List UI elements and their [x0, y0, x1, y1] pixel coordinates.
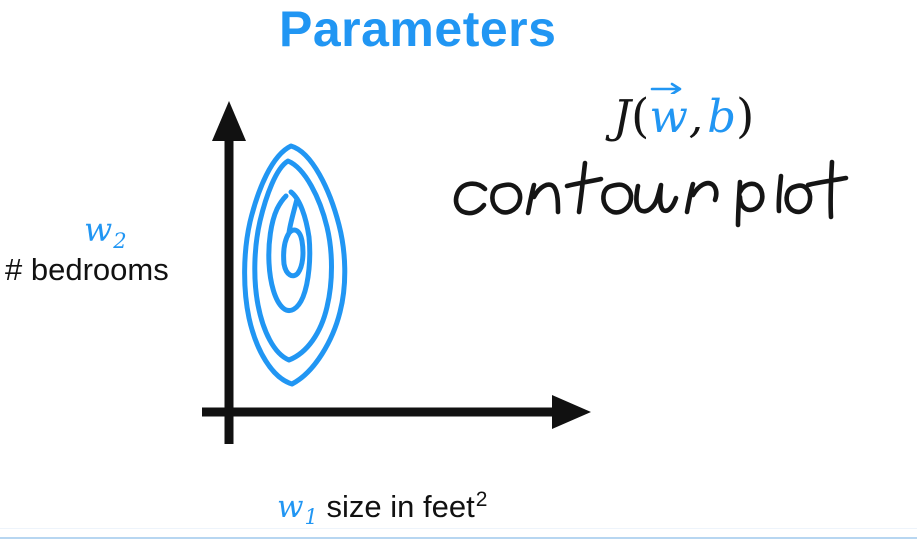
y-axis-arrowhead: [212, 101, 246, 141]
y-axis-math-label: w2: [84, 210, 127, 253]
y-axis-w: w: [84, 210, 113, 249]
handwriting-strokes: [453, 159, 849, 228]
bottom-divider-line: [0, 537, 917, 539]
x-axis-w: w: [277, 489, 304, 525]
vector-arrow-icon: [651, 82, 682, 94]
cost-function-formula: J(w,b): [613, 80, 754, 144]
handwritten-text-value: contour plot: [440, 148, 441, 149]
x-axis-arrowhead: [552, 395, 591, 429]
bottom-faint-line: [0, 528, 917, 529]
x-axis-label: w1 size in feet2: [277, 488, 487, 529]
contour-ring-2: [252, 158, 334, 363]
formula-w-vector: w: [649, 80, 688, 143]
formula-open-paren: (: [631, 89, 650, 144]
contour-ring-outer: [242, 143, 348, 387]
contour-ring-inner: [281, 196, 306, 279]
contour-ring-3: [266, 189, 313, 313]
x-axis-subscript: 1: [304, 505, 318, 529]
formula-close-paren: ): [736, 89, 755, 144]
formula-comma: ,: [688, 90, 704, 143]
y-axis-subscript: 2: [113, 229, 127, 253]
page-title: Parameters: [279, 1, 557, 57]
formula-w: w: [649, 90, 688, 143]
y-axis-description: # bedrooms: [5, 252, 169, 287]
x-axis-superscript: 2: [475, 488, 488, 511]
x-axis-description: size in feet: [326, 489, 475, 524]
x-axis-math-label: w1: [277, 489, 318, 529]
handwritten-contour-plot-text: contour plot: [440, 148, 860, 248]
formula-j: J: [613, 90, 632, 143]
formula-b: b: [707, 90, 737, 143]
